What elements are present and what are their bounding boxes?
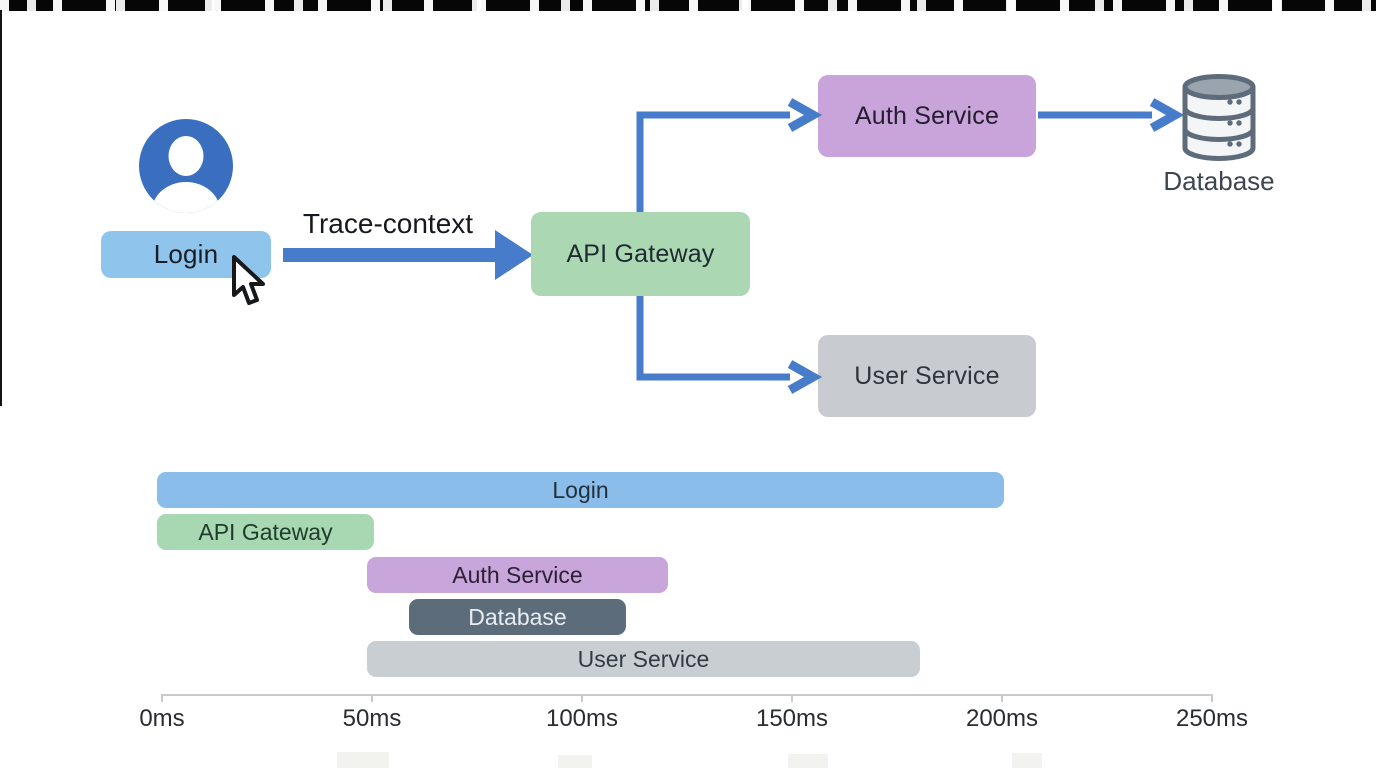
left-edge-artifact	[0, 10, 2, 406]
span-bar: Auth Service	[367, 557, 668, 593]
film-strip-artifact	[0, 0, 1376, 11]
bottom-artifact	[788, 754, 828, 768]
trace-context-label: Trace-context	[302, 208, 474, 239]
axis-tick	[371, 694, 373, 702]
bottom-artifact	[337, 752, 389, 768]
bottom-artifact	[1012, 753, 1042, 768]
span-bar: User Service	[367, 641, 920, 677]
arrowhead-user	[787, 360, 823, 394]
axis-tick-label: 150ms	[755, 705, 829, 732]
time-axis	[162, 694, 1212, 696]
axis-tick	[581, 694, 583, 702]
axis-tick-label: 250ms	[1175, 705, 1249, 732]
axis-tick	[1001, 694, 1003, 702]
login-button[interactable]: Login	[101, 231, 271, 278]
database-label: Database	[1163, 166, 1275, 196]
auth-service-node: Auth Service	[818, 75, 1036, 157]
arrowhead-auth	[787, 98, 823, 132]
span-bar: Login	[157, 472, 1004, 508]
axis-tick	[791, 694, 793, 702]
axis-tick	[161, 694, 163, 702]
arrowhead-database	[1149, 98, 1185, 132]
database-icon	[1182, 74, 1256, 161]
axis-tick-label: 200ms	[965, 705, 1039, 732]
api-gateway-node: API Gateway	[531, 212, 750, 296]
span-bar: Database	[409, 599, 626, 635]
axis-tick-label: 0ms	[139, 705, 185, 732]
cursor-icon	[232, 255, 265, 305]
user-service-node: User Service	[818, 335, 1036, 417]
bottom-artifact	[558, 755, 592, 768]
span-bar: API Gateway	[157, 514, 374, 550]
user-icon	[139, 119, 233, 213]
axis-tick-label: 100ms	[545, 705, 619, 732]
axis-tick	[1211, 694, 1213, 702]
axis-tick-label: 50ms	[342, 705, 402, 732]
